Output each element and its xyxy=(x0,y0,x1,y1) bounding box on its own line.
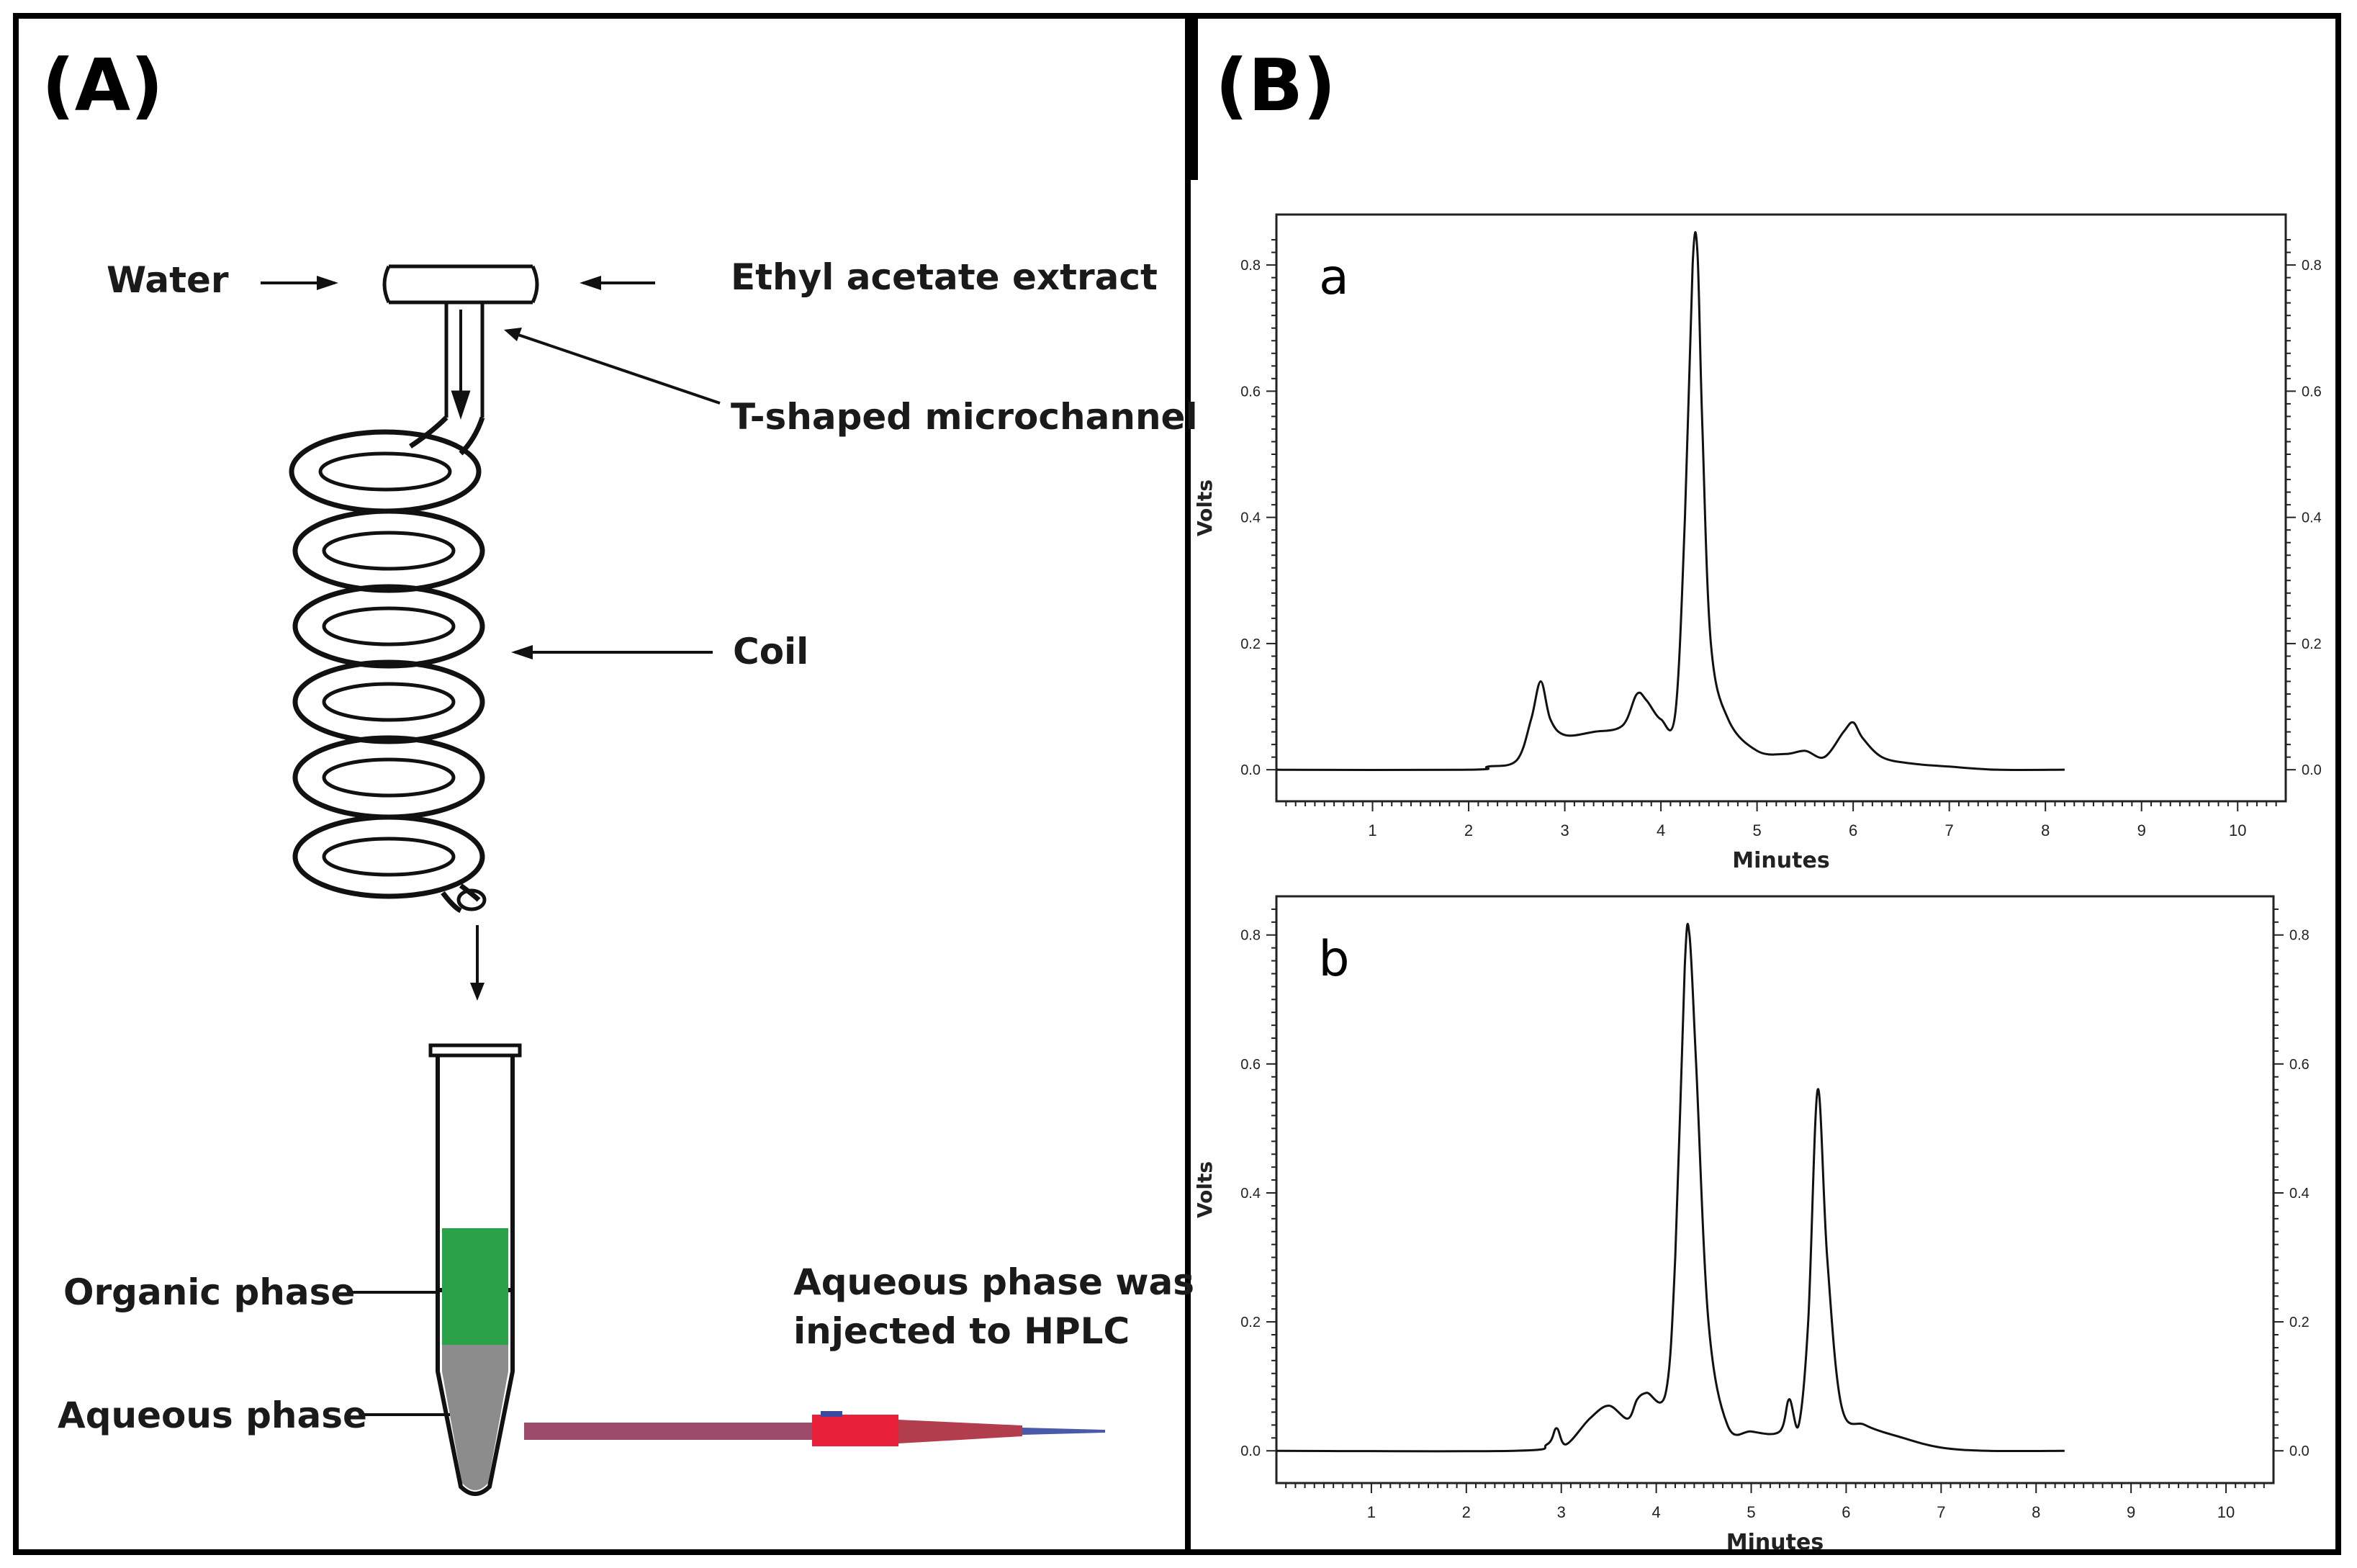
injected-label-line2: injected to HPLC xyxy=(793,1310,1130,1352)
y2-tick-label: 0.4 xyxy=(2302,510,2322,526)
y2-tick-label: 0.0 xyxy=(2289,1443,2309,1459)
x-tick-label: 4 xyxy=(1657,821,1665,839)
tchannel-pointer xyxy=(507,330,721,405)
y-axis-label: Volts xyxy=(1193,1161,1217,1218)
chromatogram-line xyxy=(1276,231,2065,772)
x-tick-label: 6 xyxy=(1842,1503,1850,1521)
x-tick-label: 8 xyxy=(2032,1503,2040,1521)
x-axis-label: Minutes xyxy=(1732,848,1829,873)
x-tick-label: 10 xyxy=(2229,821,2246,839)
microextraction-diagram xyxy=(261,264,1105,1496)
coil-label: Coil xyxy=(733,631,809,672)
chromatogram-b: 1 2 3 4 5 6 7 8 9 10 0.0 0.0 0.2 0.2 0.4 0.4 0.6 0.6 0.8 0.… xyxy=(1193,895,2309,1555)
tchannel-label: T-shaped microchannel xyxy=(731,396,1198,438)
y-tick-label: 0.0 xyxy=(1240,762,1261,778)
y2-tick-label: 0.2 xyxy=(2289,1315,2309,1330)
y-axis-label: Volts xyxy=(1193,479,1217,536)
y-tick-label: 0.4 xyxy=(1240,510,1261,526)
x-axis-label: Minutes xyxy=(1726,1530,1824,1555)
y2-tick-label: 0.6 xyxy=(2302,384,2322,400)
y-tick-label: 0.6 xyxy=(1240,384,1261,400)
y2-tick-label: 0.8 xyxy=(2289,928,2309,944)
x-tick-label: 9 xyxy=(2137,821,2146,839)
coil xyxy=(289,415,487,914)
x-tick-label: 2 xyxy=(1464,821,1473,839)
y-tick-label: 0.2 xyxy=(1240,636,1261,652)
chromatogram-line xyxy=(1276,922,2065,1453)
x-tick-label: 6 xyxy=(1849,821,1857,839)
chromatogram-a: 1 2 3 4 5 6 7 8 9 10 0.0 0.0 0.2 0.2 0.4 0.4 0.6 0.6 0.8 0.… xyxy=(1193,213,2322,873)
hplc-syringe-icon xyxy=(524,1411,1105,1446)
x-tick-label: 3 xyxy=(1557,1503,1566,1521)
t-shaped-microchannel xyxy=(382,264,539,420)
panel-b-letter: (B) xyxy=(1215,43,1336,127)
y2-tick-label: 0.2 xyxy=(2302,636,2322,652)
x-tick-label: 10 xyxy=(2217,1503,2235,1521)
x-tick-label: 2 xyxy=(1462,1503,1471,1521)
organic-phase-layer xyxy=(442,1228,508,1345)
y-tick-label: 0.0 xyxy=(1240,1443,1261,1459)
x-tick-label: 3 xyxy=(1560,821,1569,839)
y-tick-label: 0.8 xyxy=(1240,258,1261,274)
plot-frame xyxy=(1275,213,2287,803)
y2-tick-label: 0.0 xyxy=(2302,762,2322,778)
aqueous-phase-layer xyxy=(442,1345,508,1490)
ethyl-acetate-label: Ethyl acetate extract xyxy=(731,256,1158,298)
chart-panel-label: a xyxy=(1319,249,1349,306)
y-tick-label: 0.6 xyxy=(1240,1057,1261,1073)
x-tick-label: 7 xyxy=(1945,821,1954,839)
x-tick-label: 1 xyxy=(1367,1503,1376,1521)
y-tick-label: 0.2 xyxy=(1240,1315,1261,1330)
panel-a-letter: (A) xyxy=(42,43,163,127)
y-tick-label: 0.8 xyxy=(1240,928,1261,944)
centrifuge-tube xyxy=(428,1043,522,1496)
water-label: Water xyxy=(107,259,229,301)
y-tick-label: 0.4 xyxy=(1240,1186,1261,1202)
plot-frame xyxy=(1275,895,2275,1484)
x-tick-label: 5 xyxy=(1752,821,1761,839)
injected-label-line1: Aqueous phase was xyxy=(793,1261,1195,1303)
x-tick-label: 4 xyxy=(1651,1503,1660,1521)
x-tick-label: 8 xyxy=(2041,821,2050,839)
y2-tick-label: 0.8 xyxy=(2302,258,2322,274)
aqueous-phase-label: Aqueous phase xyxy=(58,1394,367,1436)
figure-border xyxy=(13,13,2341,1555)
x-tick-label: 7 xyxy=(1937,1503,1945,1521)
chart-panel-label: b xyxy=(1318,931,1349,988)
x-tick-label: 9 xyxy=(2127,1503,2135,1521)
y2-tick-label: 0.6 xyxy=(2289,1057,2309,1073)
x-tick-label: 1 xyxy=(1368,821,1376,839)
x-tick-label: 5 xyxy=(1747,1503,1755,1521)
y2-tick-label: 0.4 xyxy=(2289,1186,2309,1202)
organic-phase-label: Organic phase xyxy=(63,1271,356,1313)
